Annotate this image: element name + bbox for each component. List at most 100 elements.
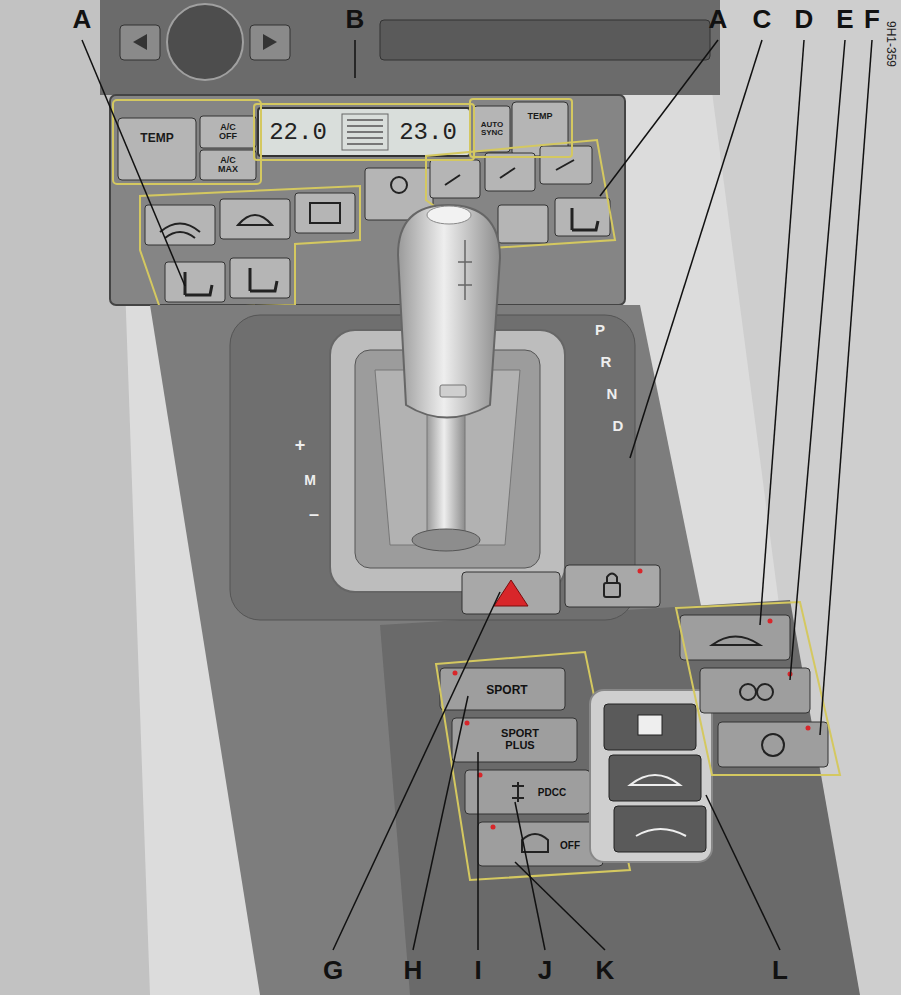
callout-letter: E bbox=[836, 6, 853, 33]
roof-button bbox=[614, 806, 706, 852]
roof-pod bbox=[590, 690, 712, 862]
leader-line bbox=[600, 40, 718, 196]
knob-badge bbox=[440, 385, 466, 397]
air-icon bbox=[445, 160, 574, 185]
dash-strip bbox=[100, 0, 720, 95]
callout-letter: K bbox=[596, 957, 615, 984]
auto-sync-button bbox=[474, 106, 510, 152]
callout-letter: D bbox=[795, 6, 814, 33]
psm-icon bbox=[522, 834, 548, 852]
button-text: SPORT PLUS bbox=[496, 728, 544, 751]
sport-plus-button bbox=[452, 718, 577, 762]
exhaust-icon bbox=[757, 684, 773, 700]
callout-letter: H bbox=[404, 957, 423, 984]
group-outline bbox=[254, 104, 474, 160]
seat-vent-button bbox=[498, 205, 548, 243]
gear-marking: + bbox=[295, 436, 306, 455]
auto-stop-icon bbox=[762, 734, 784, 756]
button-text: A/C OFF bbox=[214, 123, 242, 142]
leader-line bbox=[333, 592, 500, 950]
status-led bbox=[638, 569, 643, 574]
callout-letter: I bbox=[474, 957, 481, 984]
leader-line bbox=[790, 40, 845, 680]
status-led bbox=[491, 825, 496, 830]
seat-icon bbox=[250, 268, 277, 291]
gear-marking: D bbox=[613, 418, 624, 434]
arrow-button bbox=[250, 25, 290, 60]
shift-knob bbox=[398, 205, 500, 418]
lock-icon bbox=[604, 583, 620, 597]
leader-line bbox=[706, 795, 780, 950]
ac-max-button bbox=[200, 150, 256, 180]
leader-line bbox=[477, 752, 479, 950]
button-text: TEMP bbox=[527, 112, 552, 121]
display-icon bbox=[342, 114, 388, 150]
button-text: A/C MAX bbox=[214, 156, 242, 175]
spoiler-icon bbox=[712, 637, 760, 646]
arrow-icon bbox=[133, 34, 147, 50]
pdcc-button bbox=[465, 770, 590, 814]
button-text: AUTO SYNC bbox=[476, 121, 508, 138]
drawing-number: 9H1-359 bbox=[885, 21, 898, 67]
seat-vent-button bbox=[230, 258, 290, 298]
dash-slot bbox=[380, 20, 710, 60]
gear-marking: M bbox=[304, 473, 316, 488]
group-outline bbox=[676, 602, 840, 775]
status-led bbox=[806, 726, 811, 731]
exhaust-button bbox=[700, 668, 810, 713]
leader-line bbox=[630, 40, 762, 458]
seat-heater-button bbox=[165, 262, 225, 302]
callout-letter: F bbox=[864, 6, 880, 33]
button-panel bbox=[380, 600, 860, 995]
seat-icon bbox=[185, 272, 212, 295]
arrow-button bbox=[120, 25, 160, 60]
group-outline bbox=[470, 99, 572, 157]
stem-collar bbox=[412, 529, 480, 551]
climate-panel bbox=[110, 95, 625, 305]
fan-icon bbox=[391, 177, 407, 193]
temp-button bbox=[118, 118, 196, 180]
gear-marking: N bbox=[607, 386, 618, 402]
leader-line bbox=[820, 40, 872, 735]
arrow-icon bbox=[263, 34, 277, 50]
group-outline bbox=[113, 100, 261, 184]
gear-marking: R bbox=[601, 354, 612, 370]
leader-line bbox=[515, 862, 605, 950]
callout-letter: B bbox=[346, 6, 365, 33]
callout-letter: L bbox=[772, 957, 788, 984]
callout-letter: A bbox=[709, 6, 728, 33]
leader-line bbox=[82, 40, 185, 286]
leader-lines bbox=[82, 40, 872, 950]
status-led bbox=[465, 721, 470, 726]
spoiler-button bbox=[680, 615, 790, 660]
recirculation-button bbox=[220, 199, 290, 239]
status-led bbox=[453, 671, 458, 676]
leader-line bbox=[354, 40, 356, 78]
pdcc-icon bbox=[512, 782, 524, 802]
rear-defrost-icon bbox=[310, 203, 340, 223]
rear-defrost-button bbox=[295, 193, 355, 233]
defrost-icon bbox=[160, 224, 200, 239]
hazard-button bbox=[462, 572, 560, 614]
status-led bbox=[768, 619, 773, 624]
button-text: OFF bbox=[560, 841, 580, 852]
callout-letter: G bbox=[323, 957, 343, 984]
ac-off-button bbox=[200, 116, 256, 148]
shift-pattern bbox=[458, 240, 472, 300]
lock-button bbox=[565, 565, 660, 607]
roof-button bbox=[604, 704, 696, 750]
roof-icon bbox=[630, 775, 680, 785]
display-reading: 22.0 bbox=[269, 120, 327, 145]
auto-stop-button bbox=[718, 722, 828, 767]
seat-icon bbox=[572, 208, 598, 230]
callout-letter: A bbox=[73, 6, 92, 33]
climate-display bbox=[258, 108, 470, 156]
button-text: SPORT bbox=[486, 684, 527, 697]
roof-icon bbox=[636, 829, 686, 836]
rotary-knob bbox=[167, 4, 243, 80]
roof-icon bbox=[638, 715, 662, 735]
